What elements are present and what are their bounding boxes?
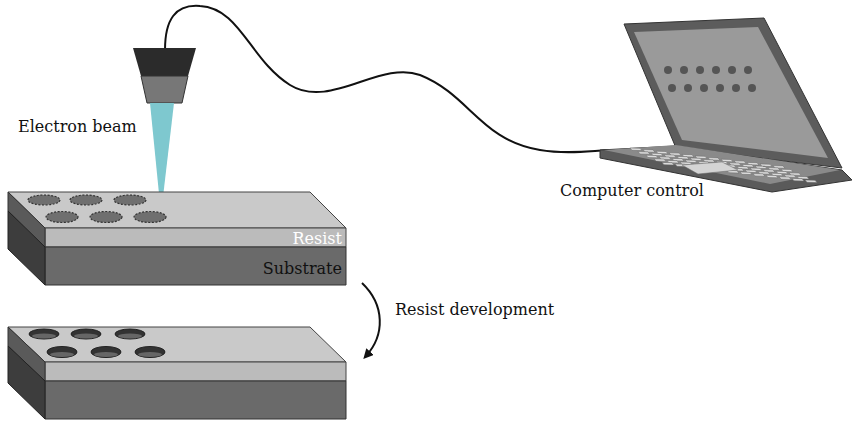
key [805,180,817,183]
process-arrow [362,283,380,356]
wafer-developed [8,327,346,419]
layer-label: Substrate [263,259,342,278]
key [646,155,658,158]
laptop-icon [600,18,852,192]
key [654,159,666,162]
layer-label: Resist [293,229,342,248]
key [638,152,650,155]
key [766,175,778,178]
computer-label: Computer control [560,181,704,200]
key [630,148,642,151]
electron-gun [133,48,196,76]
electron-gun [141,76,188,103]
key [753,174,765,177]
key [740,172,752,175]
step-label: Resist development [395,300,554,319]
wafer-exposed [8,192,346,285]
key [662,162,674,165]
key [779,177,791,180]
key [792,178,804,181]
cable [165,6,615,152]
beam-label: Electron beam [18,117,137,136]
